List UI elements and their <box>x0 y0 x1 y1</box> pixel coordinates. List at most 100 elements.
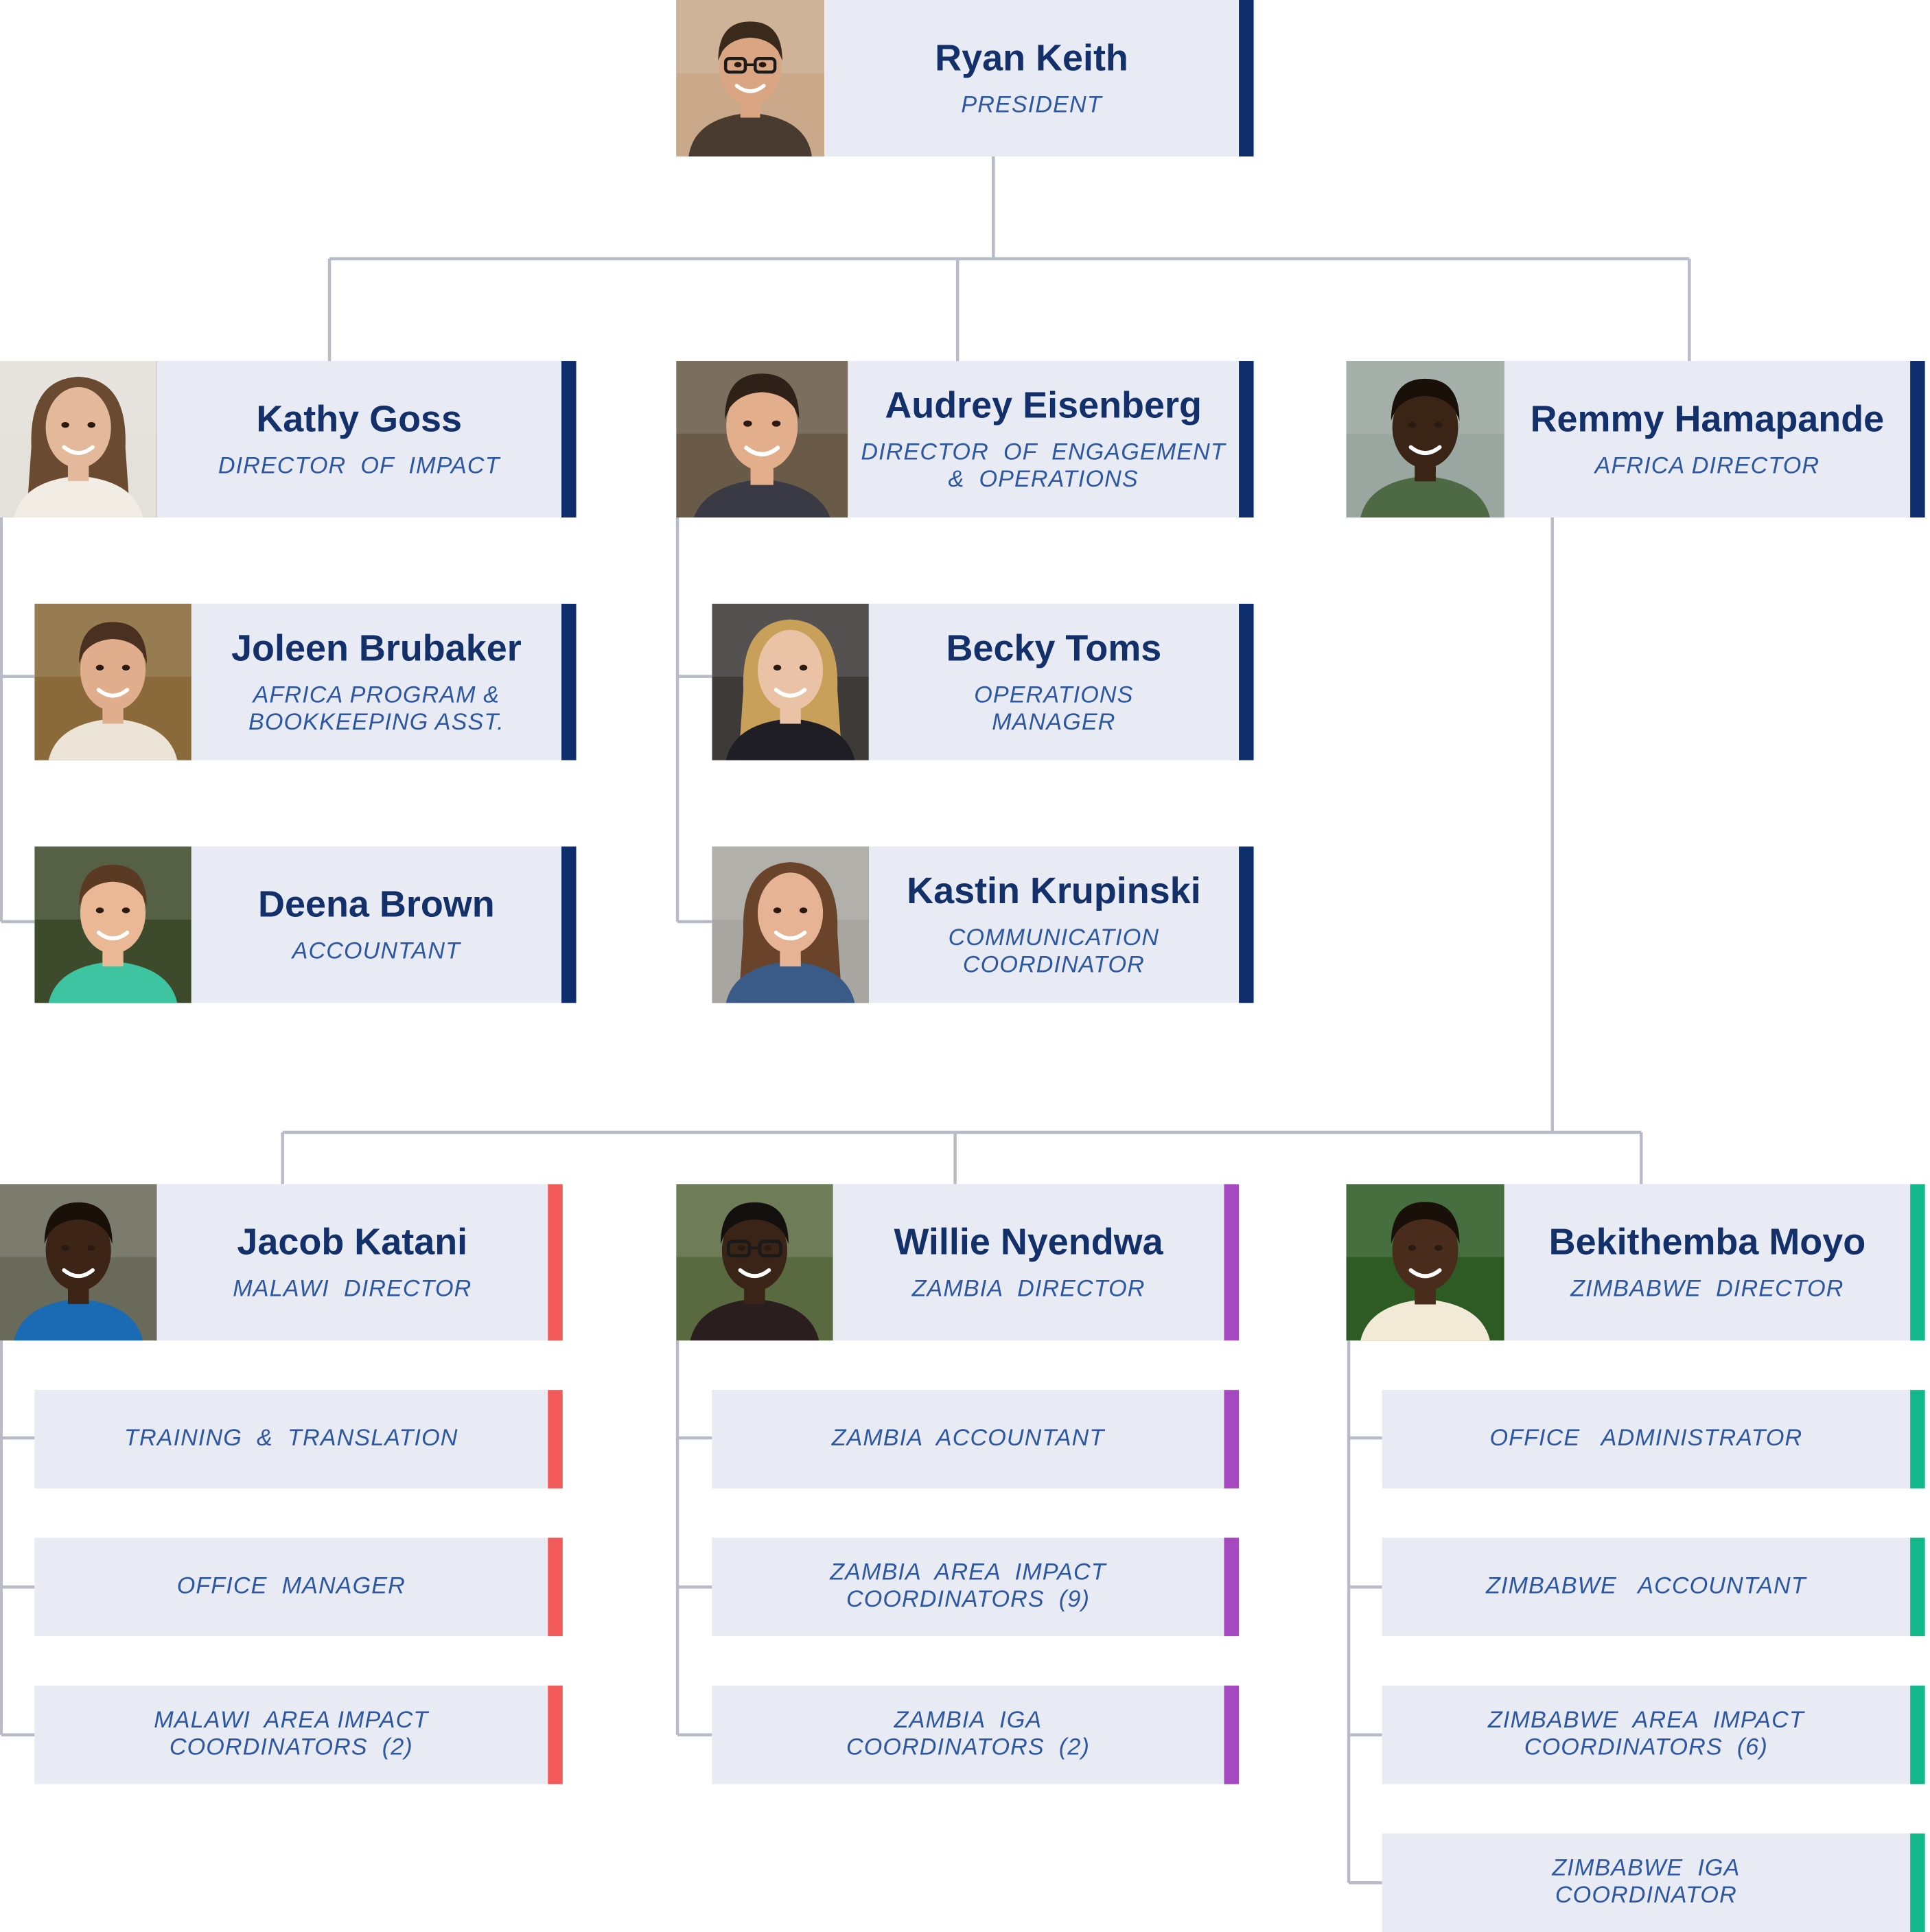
role-card-zimbabwe-accountant: ZIMBABWE ACCOUNTANT <box>1382 1537 1925 1637</box>
job-title-line: AFRICA DIRECTOR <box>1594 452 1820 479</box>
profile-photo <box>676 0 824 157</box>
accent-bar <box>1910 1833 1925 1932</box>
job-title-line: COORDINATORS (9) <box>846 1587 1090 1614</box>
accent-bar <box>1224 1184 1240 1341</box>
job-title-line: DIRECTOR OF ENGAGEMENT <box>861 439 1226 465</box>
accent-bar <box>548 1390 563 1489</box>
profile-photo <box>676 1184 833 1341</box>
accent-bar <box>1910 1685 1925 1784</box>
job-title-line: ZAMBIA ACCOUNTANT <box>831 1425 1105 1452</box>
accent-bar <box>1910 1184 1925 1341</box>
person-name: Becky Toms <box>946 627 1162 668</box>
profile-photo <box>676 361 848 518</box>
profile-photo <box>0 361 157 518</box>
job-title-line: OFFICE ADMINISTRATOR <box>1489 1425 1803 1452</box>
job-title-line: ZIMBABWE AREA IMPACT <box>1487 1708 1804 1734</box>
accent-bar <box>561 603 577 760</box>
job-title: ZIMBABWE DIRECTOR <box>1570 1276 1844 1303</box>
accent-bar <box>1239 361 1254 518</box>
job-title-line: COMMUNICATION <box>948 924 1160 951</box>
job-title-line: DIRECTOR OF IMPACT <box>218 452 500 479</box>
accent-bar <box>1239 603 1254 760</box>
person-name: Deena Brown <box>258 884 495 925</box>
person-name: Jacob Katani <box>237 1222 468 1263</box>
accent-bar <box>1239 0 1254 157</box>
job-title-line: MANAGER <box>992 709 1116 735</box>
person-name: Ryan Keith <box>935 37 1128 79</box>
role-card-zambia-accountant: ZAMBIA ACCOUNTANT <box>712 1390 1240 1489</box>
profile-photo <box>1346 361 1504 518</box>
profile-photo <box>712 846 869 1003</box>
job-title-line: TRAINING & TRANSLATION <box>124 1425 458 1452</box>
job-title: DIRECTOR OF ENGAGEMENT& OPERATIONS <box>861 439 1225 493</box>
job-title-line: MALAWI DIRECTOR <box>233 1276 472 1302</box>
job-title-line: PRESIDENT <box>961 91 1102 118</box>
job-title-line: COORDINATORS (2) <box>846 1734 1090 1761</box>
job-title: DIRECTOR OF IMPACT <box>218 453 500 480</box>
job-title-line: ZAMBIA IGA <box>894 1708 1043 1734</box>
job-title-line: ACCOUNTANT <box>292 938 461 964</box>
job-title: AFRICA PROGRAM &BOOKKEEPING ASST. <box>248 682 504 736</box>
accent-bar <box>548 1685 563 1784</box>
person-name: Bekithemba Moyo <box>1548 1222 1866 1263</box>
role-card-office-manager: OFFICE MANAGER <box>34 1537 563 1637</box>
job-title-line: OPERATIONS <box>974 682 1134 708</box>
job-title: AFRICA DIRECTOR <box>1595 453 1819 480</box>
job-title-line: ZIMBABWE ACCOUNTANT <box>1486 1573 1806 1600</box>
profile-photo <box>34 603 191 760</box>
job-title: ZAMBIA DIRECTOR <box>912 1276 1146 1303</box>
job-title: ZAMBIA ACCOUNTANT <box>832 1425 1105 1452</box>
job-title: MALAWI DIRECTOR <box>233 1276 472 1303</box>
person-name: Remmy Hamapande <box>1530 398 1885 440</box>
job-title-line: MALAWI AREA IMPACT <box>154 1708 429 1734</box>
accent-bar <box>1910 1537 1925 1637</box>
job-title: ZIMBABWE ACCOUNTANT <box>1486 1574 1806 1601</box>
job-title-line: ZAMBIA AREA IMPACT <box>830 1559 1106 1586</box>
job-title: ACCOUNTANT <box>292 938 461 965</box>
role-card-office-admin: OFFICE ADMINISTRATOR <box>1382 1390 1925 1489</box>
person-name: Joleen Brubaker <box>231 627 522 668</box>
job-title-line: ZIMBABWE IGA <box>1552 1855 1741 1882</box>
profile-photo <box>0 1184 157 1341</box>
person-name: Kathy Goss <box>256 398 463 440</box>
job-title-line: AFRICA PROGRAM & <box>253 682 500 708</box>
profile-photo <box>34 846 191 1003</box>
accent-bar <box>1910 361 1925 518</box>
job-title: TRAINING & TRANSLATION <box>124 1425 458 1452</box>
job-title-line: COORDINATOR <box>1555 1883 1737 1909</box>
accent-bar <box>561 846 577 1003</box>
accent-bar <box>1239 846 1254 1003</box>
job-title-line: COORDINATORS (2) <box>169 1734 413 1761</box>
job-title-line: OFFICE MANAGER <box>176 1573 406 1600</box>
accent-bar <box>1224 1537 1240 1637</box>
job-title-line: BOOKKEEPING ASST. <box>248 709 504 735</box>
role-card-training: TRAINING & TRANSLATION <box>34 1390 563 1489</box>
job-title-line: & OPERATIONS <box>948 466 1139 493</box>
person-name: Audrey Eisenberg <box>885 385 1202 426</box>
accent-bar <box>548 1537 563 1637</box>
accent-bar <box>1224 1685 1240 1784</box>
job-title-line: COORDINATOR <box>962 951 1145 978</box>
person-name: Willie Nyendwa <box>894 1222 1163 1263</box>
